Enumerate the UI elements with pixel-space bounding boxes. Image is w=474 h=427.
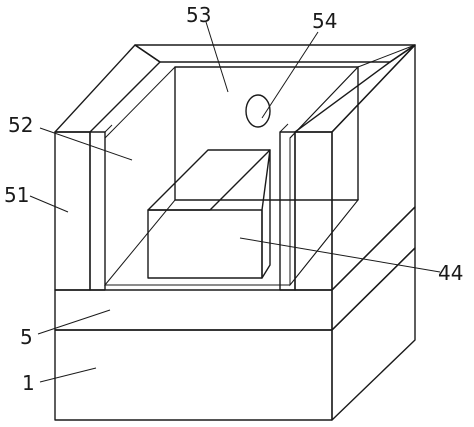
hex-layer-side: [331, 206, 416, 331]
chamber-top-edge: [357, 44, 416, 68]
sensor-ellipse: [245, 94, 271, 128]
block-top: [147, 149, 271, 211]
label-5: 5: [20, 325, 33, 349]
crosshatch-wall: [54, 44, 416, 291]
wall-top-right: [294, 44, 416, 133]
leader-51: [29, 195, 69, 213]
hex-layer-front: [54, 289, 333, 331]
sensor: [245, 94, 271, 128]
inner-chamber: [103, 44, 416, 287]
base-side-face: [331, 247, 416, 421]
frame-post-right: [279, 131, 296, 291]
frame-post-left-top: [104, 124, 113, 133]
leader-54: [261, 31, 319, 119]
leader-53: [205, 21, 229, 93]
reference-labels: 53 54 52 51 44 5 1: [4, 3, 463, 395]
leader-44: [239, 237, 441, 273]
chamber-right-wall: [289, 65, 359, 287]
wall-right-front: [294, 131, 333, 291]
leader-5: [37, 309, 111, 335]
label-1: 1: [22, 371, 35, 395]
label-53: 53: [186, 3, 211, 27]
chamber-corner-left: [104, 66, 176, 139]
frame-post-right-top: [279, 123, 289, 133]
leader-52: [39, 127, 133, 161]
base-block: [54, 247, 416, 421]
base-front-face: [54, 329, 333, 421]
block-side: [261, 149, 271, 279]
wall-left-front: [54, 131, 91, 291]
inner-frame: [89, 123, 296, 291]
frame-post-left: [89, 131, 106, 291]
wall-top-left: [54, 44, 161, 133]
wall-side-right: [331, 44, 416, 291]
wall-top-back: [134, 44, 416, 63]
leader-lines: [29, 21, 441, 383]
label-52: 52: [8, 113, 33, 137]
leader-1: [39, 367, 97, 383]
label-51: 51: [4, 183, 29, 207]
chamber-floor: [103, 199, 360, 286]
label-44: 44: [438, 261, 463, 285]
inner-block: [147, 149, 271, 279]
block-front: [147, 209, 263, 279]
label-54: 54: [312, 9, 337, 33]
hex-layer: [54, 206, 416, 331]
